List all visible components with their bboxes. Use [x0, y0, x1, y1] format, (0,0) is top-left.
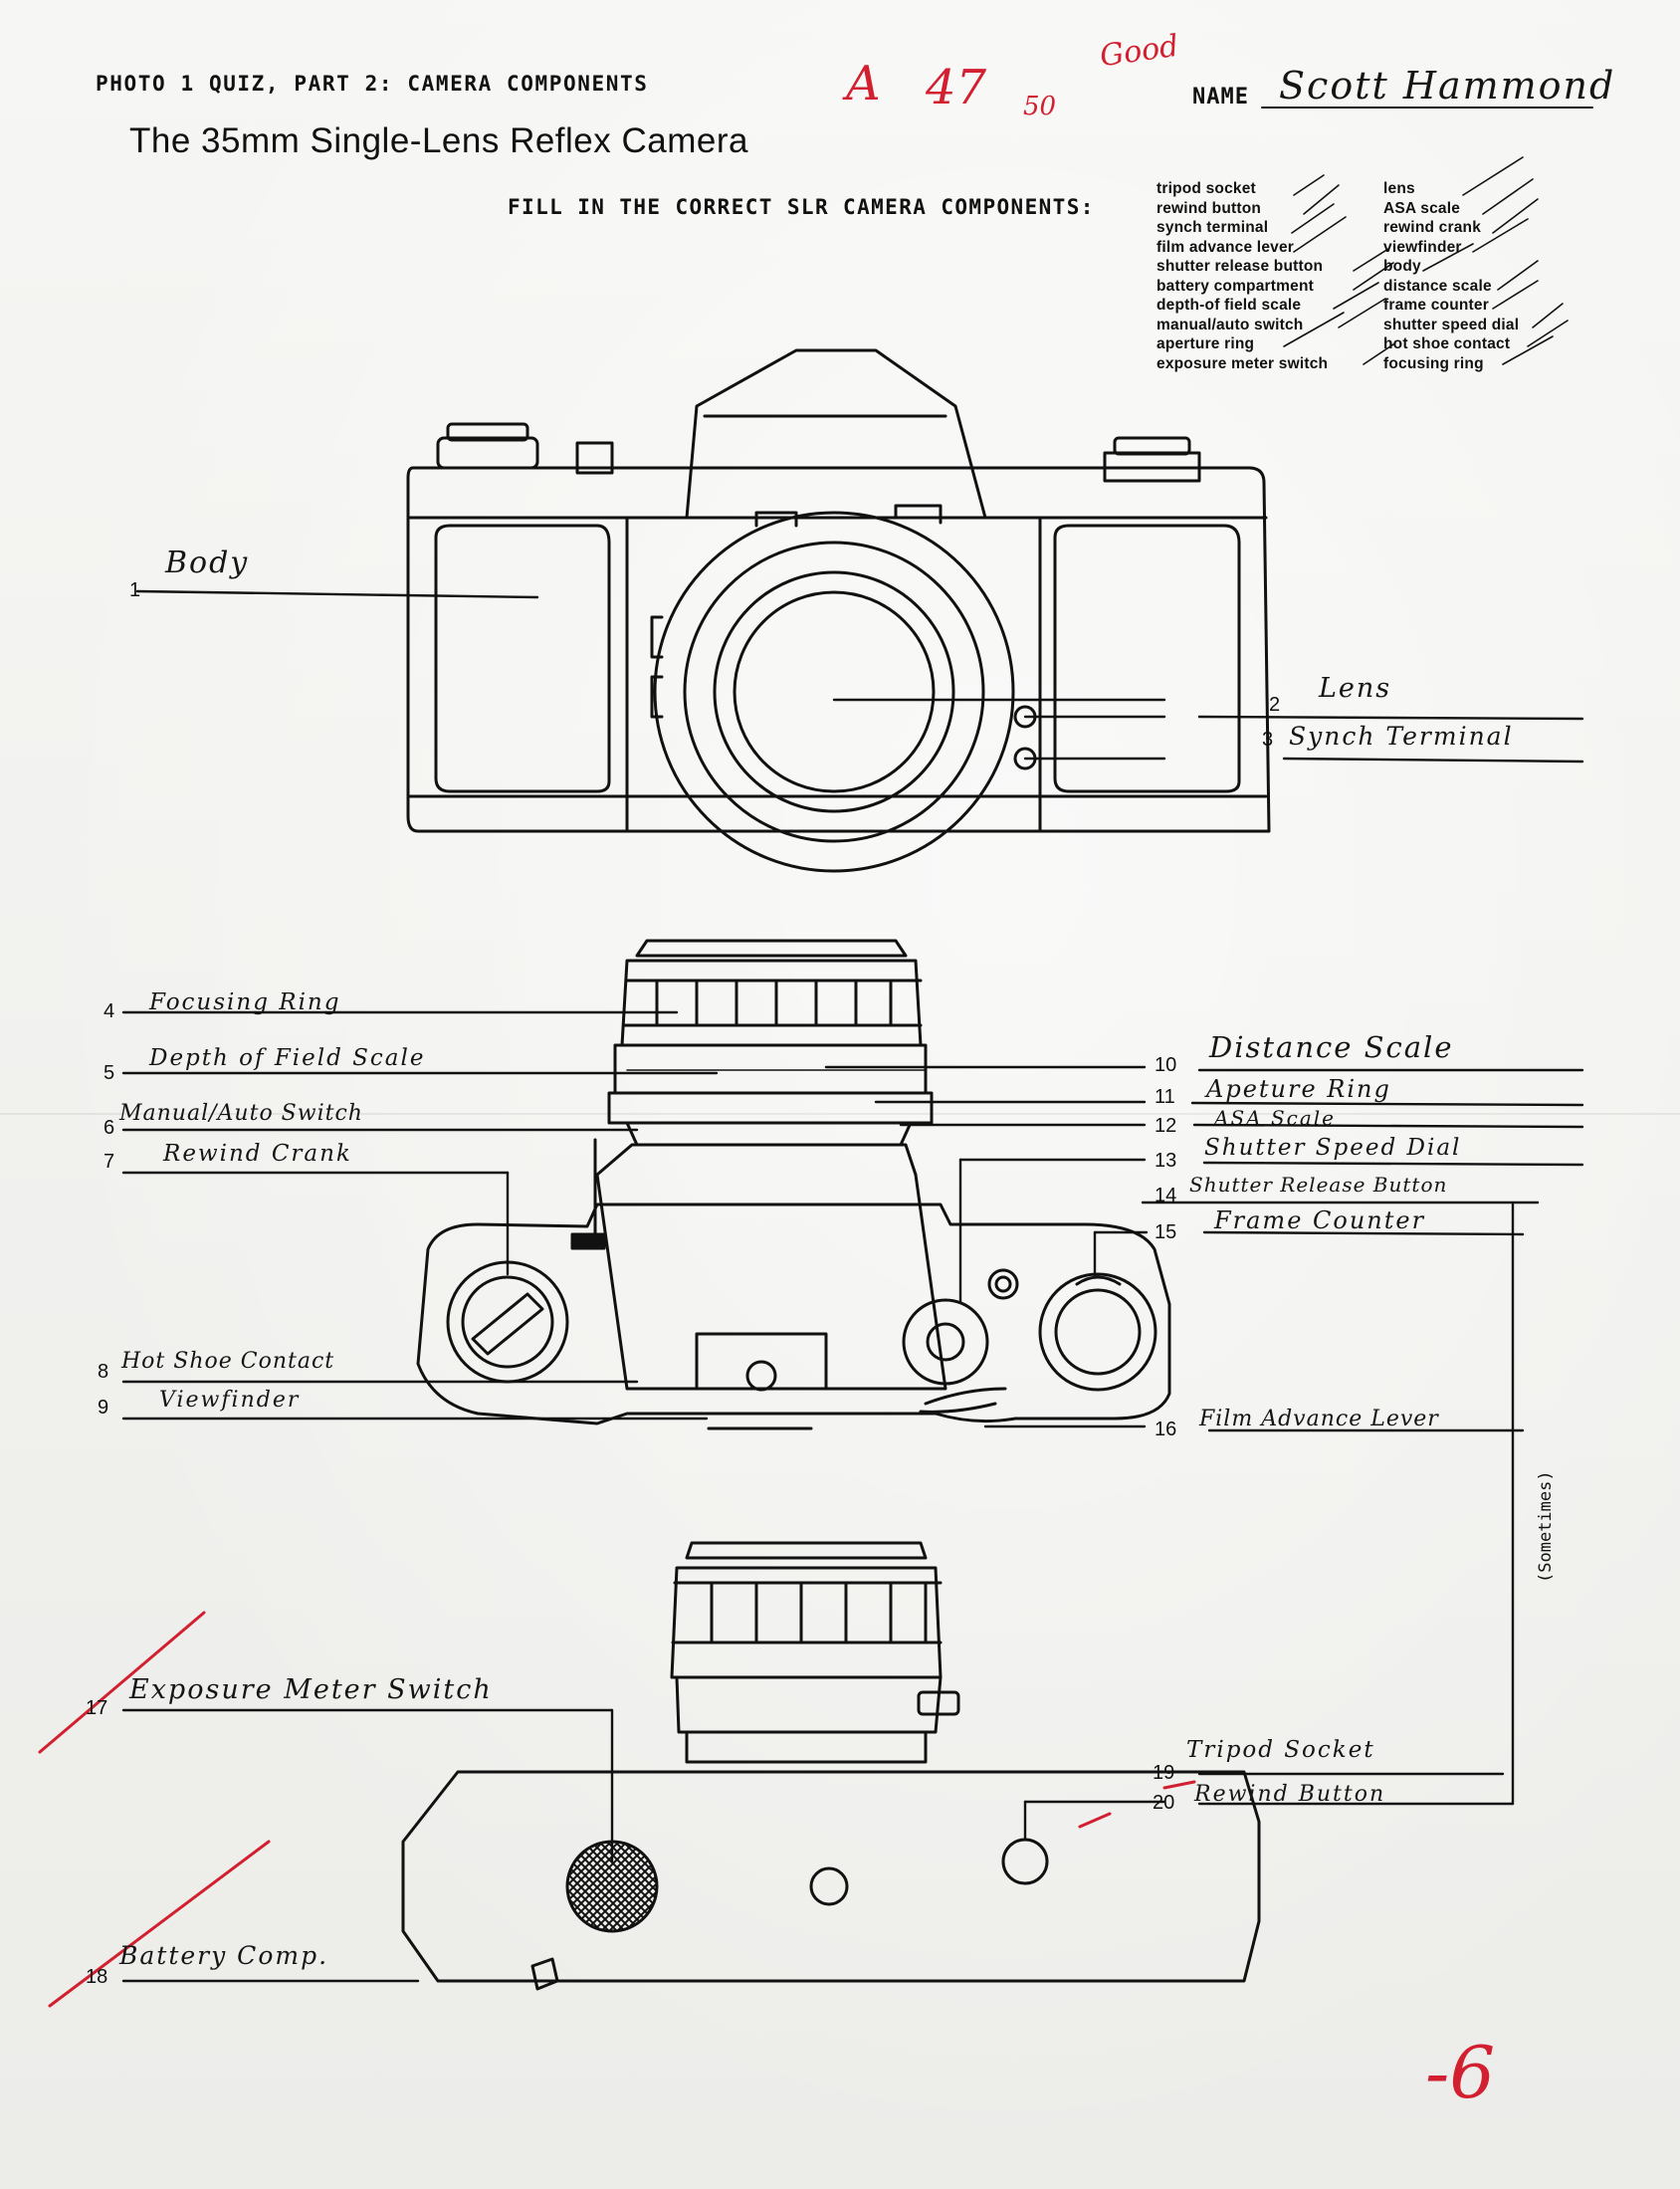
paper-fold — [0, 1113, 1680, 1115]
label-number: 1 — [129, 579, 141, 601]
label-number: 20 — [1153, 1792, 1175, 1814]
label-number: 7 — [104, 1151, 115, 1173]
quiz-subtitle: The 35mm Single-Lens Reflex Camera — [129, 121, 748, 160]
answer-field[interactable]: Film Advance Lever — [1199, 1407, 1439, 1431]
answer-field[interactable]: Hot Shoe Contact — [121, 1349, 335, 1374]
word-bank-item: lens — [1383, 180, 1415, 197]
word-bank-item: aperture ring — [1156, 335, 1255, 352]
bottom-camera-drawing — [401, 1541, 1261, 1991]
answer-field[interactable]: ASA Scale — [1214, 1106, 1337, 1130]
answer-field[interactable]: Focusing Ring — [149, 989, 341, 1015]
word-bank-item: focusing ring — [1383, 354, 1484, 372]
instruction-text: FILL IN THE CORRECT SLR CAMERA COMPONENT… — [508, 195, 1095, 219]
label-number: 9 — [98, 1397, 109, 1419]
label-number: 14 — [1155, 1185, 1177, 1206]
student-name[interactable]: Scott Hammond — [1279, 64, 1616, 108]
word-bank-item: frame counter — [1383, 297, 1489, 314]
answer-field[interactable]: Body — [165, 546, 250, 580]
deduction-mark: -6 — [1425, 2031, 1496, 2114]
word-bank-item: battery compartment — [1156, 277, 1314, 295]
front-camera-drawing — [406, 348, 1271, 873]
label-number: 16 — [1155, 1419, 1177, 1440]
score-total: 50 — [1023, 92, 1057, 121]
word-bank-item: synch terminal — [1156, 219, 1269, 236]
answer-field[interactable]: Apeture Ring — [1206, 1075, 1391, 1103]
label-number: 8 — [98, 1361, 109, 1383]
word-bank-item: film advance lever — [1156, 238, 1295, 256]
answer-field[interactable]: Exposure Meter Switch — [129, 1674, 493, 1705]
answer-field[interactable]: Shutter Speed Dial — [1204, 1135, 1462, 1161]
margin-note: (Sometimes) — [1536, 1470, 1556, 1583]
word-bank-item: shutter release button — [1156, 258, 1324, 275]
answer-field[interactable]: Battery Comp. — [119, 1941, 329, 1970]
word-bank-item: shutter speed dial — [1383, 316, 1520, 333]
label-number: 18 — [86, 1966, 108, 1988]
answer-field[interactable]: Distance Scale — [1209, 1030, 1454, 1064]
score: 47 — [926, 60, 987, 115]
word-bank-item: rewind button — [1156, 199, 1262, 217]
label-number: 4 — [104, 1000, 115, 1022]
word-bank-item: rewind crank — [1383, 219, 1482, 236]
label-number: 11 — [1155, 1086, 1175, 1108]
word-bank-item: manual/auto switch — [1156, 316, 1304, 333]
label-number: 10 — [1155, 1054, 1177, 1076]
word-bank-item: exposure meter switch — [1156, 354, 1329, 372]
label-number: 6 — [104, 1117, 115, 1139]
answer-field[interactable]: Viewfinder — [159, 1388, 301, 1413]
answer-field[interactable]: Shutter Release Button — [1189, 1173, 1448, 1197]
label-number: 12 — [1155, 1115, 1177, 1137]
label-number: 3 — [1262, 729, 1274, 751]
answer-field[interactable]: Synch Terminal — [1289, 722, 1514, 751]
word-bank-item: depth-of field scale — [1156, 297, 1302, 314]
label-number: 17 — [86, 1697, 108, 1719]
top-camera-drawing — [416, 939, 1171, 1430]
label-number: 19 — [1153, 1762, 1175, 1784]
word-bank-item: body — [1383, 258, 1421, 275]
label-number: 5 — [104, 1062, 115, 1084]
letter-grade: A — [846, 56, 881, 111]
answer-field[interactable]: Rewind Button — [1194, 1782, 1386, 1807]
word-bank-item: viewfinder — [1383, 238, 1462, 256]
word-bank-left: tripod socket rewind button synch termin… — [1156, 179, 1328, 373]
answer-field[interactable]: Tripod Socket — [1186, 1737, 1375, 1763]
answer-field[interactable]: Manual/Auto Switch — [119, 1101, 363, 1126]
name-label: NAME — [1192, 85, 1249, 109]
word-bank-item: hot shoe contact — [1383, 335, 1511, 352]
word-bank-right: lens ASA scale rewind crank viewfinder b… — [1383, 179, 1519, 373]
word-bank-item: distance scale — [1383, 277, 1492, 295]
label-number: 2 — [1269, 694, 1281, 716]
answer-field[interactable]: Lens — [1319, 673, 1392, 704]
label-number: 13 — [1155, 1150, 1177, 1172]
answer-field[interactable]: Rewind Crank — [163, 1141, 352, 1167]
answer-field[interactable]: Depth of Field Scale — [149, 1045, 426, 1071]
word-bank-item: ASA scale — [1383, 199, 1461, 217]
label-number: 15 — [1155, 1221, 1177, 1243]
word-bank-item: tripod socket — [1156, 180, 1256, 197]
answer-field[interactable]: Frame Counter — [1214, 1206, 1426, 1234]
quiz-title: PHOTO 1 QUIZ, PART 2: CAMERA COMPONENTS — [96, 72, 649, 96]
